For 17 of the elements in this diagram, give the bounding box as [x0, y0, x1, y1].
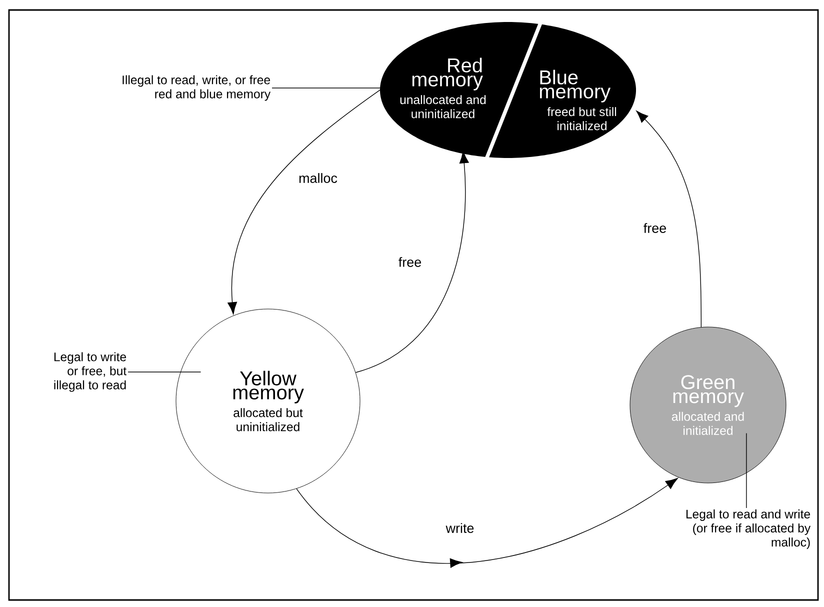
arrow — [636, 110, 702, 328]
ellipse-half: Red memory unallocated and uninitialized — [380, 22, 538, 157]
edge-label: free — [642, 222, 668, 234]
ellipse-half: Blue memory freed but still initialized — [489, 24, 636, 158]
arrow — [296, 478, 678, 568]
arrow — [355, 151, 469, 373]
node-label: Red memory — [412, 58, 483, 90]
leader-line — [746, 432, 747, 508]
node-label: freed but still initialized — [547, 107, 616, 130]
edge-label: free — [397, 256, 423, 268]
annotation-text: Legal to read and write (or free if allocated by malloc) — [686, 509, 811, 549]
annotation-text: Legal to write or free, but illegal to read — [54, 352, 126, 392]
edge-label: write — [444, 522, 476, 534]
node-label: Blue memory — [540, 70, 611, 102]
edge-label: malloc — [297, 172, 339, 184]
node-label: unallocated and uninitialized — [400, 95, 486, 118]
annotation-text: Illegal to read, write, or free red and blue memory — [122, 75, 271, 101]
